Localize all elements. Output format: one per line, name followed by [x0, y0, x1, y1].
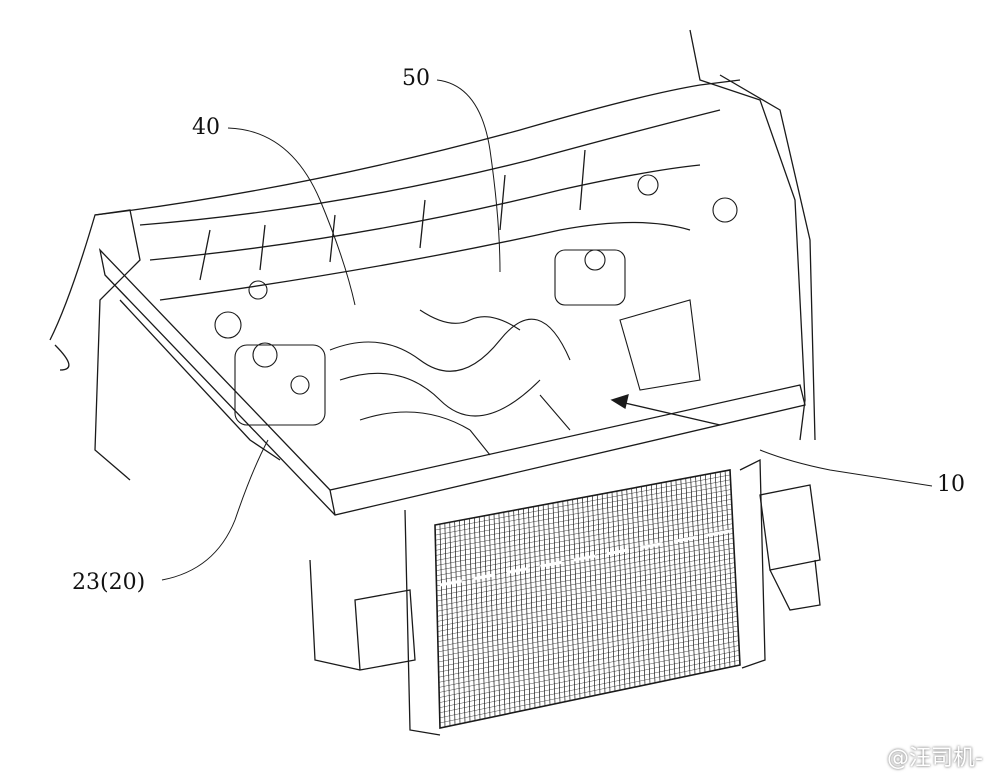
radiator-tube	[436, 518, 733, 576]
radiator-dashed-line	[439, 528, 736, 587]
radiator-tube	[438, 596, 737, 658]
cowl-upper-edge	[94, 79, 741, 216]
radiator-tube	[438, 611, 738, 673]
radiator-tube	[437, 577, 736, 637]
radiator-tube	[437, 562, 735, 622]
arrow	[610, 394, 721, 426]
label-40: 40	[192, 115, 220, 140]
radiator-tube	[436, 513, 733, 571]
radiator-tube	[438, 620, 738, 683]
radiator-tube	[435, 494, 732, 551]
radiator-tube	[435, 474, 731, 531]
radiator-tube	[439, 635, 739, 698]
lower-brackets	[309, 484, 821, 671]
cowl-panel	[159, 221, 691, 301]
radiator-tube	[438, 625, 739, 688]
radiator-tube	[436, 523, 733, 582]
radiator-tube	[437, 567, 736, 627]
cowl-lower-edge	[139, 109, 721, 226]
leader-50	[436, 79, 501, 273]
radiator-tube	[437, 572, 736, 632]
left-fender-rail	[49, 209, 141, 481]
leader-40	[227, 127, 356, 306]
watermark: @汪司机-	[887, 746, 983, 771]
radiator-tube	[436, 533, 734, 592]
radiator-tube	[439, 650, 740, 713]
radiator-tube	[439, 640, 739, 703]
radiator-tube	[438, 601, 737, 663]
label-50: 50	[402, 66, 430, 91]
radiator-tube	[436, 547, 735, 607]
radiator-tube	[438, 591, 737, 653]
radiator-tube	[437, 586, 737, 647]
radiator-tube	[437, 557, 735, 617]
radiator-tube	[436, 542, 734, 602]
label-23-20: 23(20)	[72, 570, 146, 595]
radiator-tube	[435, 484, 731, 541]
radiator	[404, 458, 766, 736]
radiator-tube	[437, 581, 736, 642]
radiator-tube	[439, 655, 740, 719]
leader-23	[161, 439, 269, 581]
radiator-tube	[439, 645, 740, 708]
radiator-tube	[435, 508, 733, 566]
radiator-tube	[436, 538, 734, 597]
leader-10	[759, 449, 933, 487]
right-pillar	[689, 29, 816, 441]
radiator-tube	[435, 503, 732, 561]
radiator-tube	[435, 479, 731, 536]
radiator-tube	[439, 659, 740, 724]
label-10: 10	[937, 472, 965, 497]
radiator-tube	[439, 630, 739, 693]
radiator-tube	[437, 552, 735, 612]
radiator-tube	[435, 489, 732, 546]
radiator-tube	[435, 499, 732, 556]
radiator-tube	[438, 616, 738, 678]
engine-bay-components	[214, 174, 738, 456]
radiator-tube	[438, 606, 738, 668]
